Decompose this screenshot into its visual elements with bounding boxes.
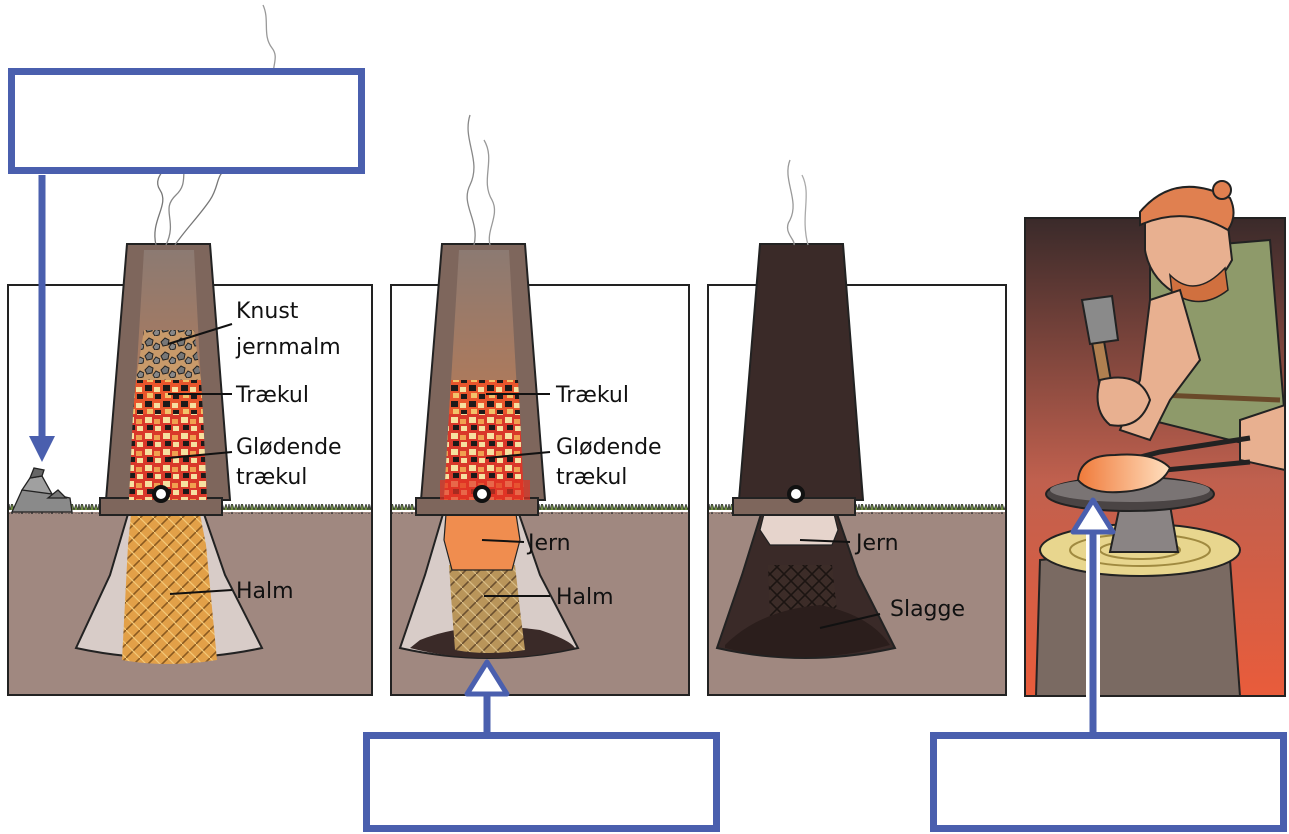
straw-1 — [122, 514, 217, 664]
answer-box-2[interactable] — [363, 732, 720, 832]
answer-box-3[interactable] — [930, 732, 1287, 832]
panel-3: Jern Slagge — [708, 160, 1006, 695]
label-jern-2: Jern — [526, 531, 571, 556]
label-glodende-2: Glødende — [556, 435, 662, 460]
label-jern-3: Jern — [854, 531, 899, 556]
label-traekul-glowing-2: trækul — [556, 465, 627, 490]
label-traekul-1: Trækul — [235, 383, 309, 408]
label-jernmalm: jernmalm — [235, 335, 341, 360]
answer-box-1[interactable] — [8, 68, 365, 174]
label-traekul-2: Trækul — [555, 383, 629, 408]
label-halm-2: Halm — [556, 585, 614, 610]
anvil — [1110, 505, 1178, 552]
panel-4-smith — [1025, 181, 1285, 696]
label-slagge-3: Slagge — [890, 597, 965, 622]
panel-2: Trækul Glødende trækul Jern Halm — [391, 115, 689, 695]
label-halm-1: Halm — [236, 579, 294, 604]
label-traekul-glowing-1: trækul — [236, 465, 307, 490]
label-glodende-1: Glødende — [236, 435, 342, 460]
chimney-3 — [739, 244, 863, 500]
label-knust: Knust — [236, 299, 299, 324]
